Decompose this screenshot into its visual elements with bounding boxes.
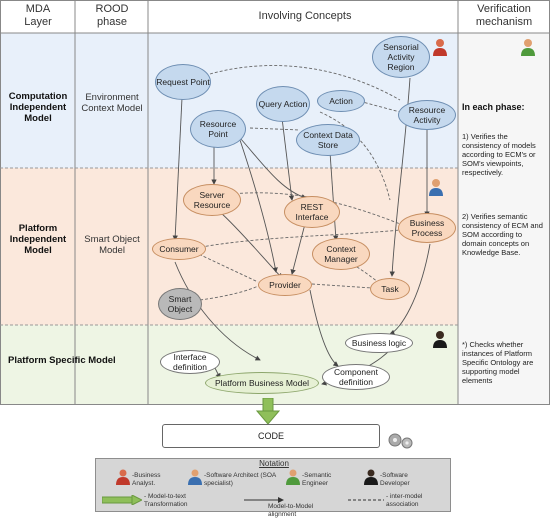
node-provider: Provider [258,274,312,296]
notation-title: Notation [259,459,289,468]
phase-ecm: Environment Context Model [81,92,143,114]
header-verification: Verification mechanism [475,3,533,28]
software-architect-icon [429,179,443,196]
model-to-text-arrow [256,398,280,425]
node-sensorial-region: Sensorial Activity Region [372,36,430,78]
business-analyst-icon [433,39,447,56]
layer-psm: Platform Specific Model [8,355,116,366]
notation-inter-model-icon [348,499,384,501]
header-mda-layer: MDA Layer [24,3,52,28]
node-smart-object: Smart Object [158,288,202,320]
node-resource-point: Resource Point [190,110,246,148]
node-component-definition: Component definition [322,364,390,390]
node-task: Task [370,278,410,300]
notation-model-to-text-icon [102,495,142,505]
header-involving-concepts: Involving Concepts [258,10,352,22]
notation-model-to-model-icon [244,497,284,503]
notation-model-to-text: - Model-to-text Transformation [144,493,188,508]
node-server-resource: Server Resource [183,184,241,216]
node-query-action: Query Action [256,86,310,122]
notation-inter-model: - inter-model association [386,493,423,508]
notation-role-architect: -Software Architect (SOA specialist) [204,472,276,487]
node-context-data-store: Context Data Store [296,124,360,156]
notation-engineer-icon [286,469,300,485]
verification-p2: 2) Verifies semantic consistency of ECM … [462,212,543,257]
header-rood-phase: ROOD phase [95,3,129,28]
semantic-engineer-icon [521,39,535,56]
phase-som: Smart Object Model [84,234,140,256]
layer-pim: Platform Independent Model [9,223,67,256]
node-platform-business-model: Platform Business Model [205,372,319,394]
notation-role-analyst: -Business Analyst. [132,472,161,487]
notation-developer-icon [364,469,378,485]
node-request-point: Request Point [155,64,211,100]
node-consumer: Consumer [152,238,206,260]
notation-panel: Notation -Business Analyst. -Software Ar… [95,458,451,518]
node-interface-definition: Interface definition [160,350,220,374]
verification-column-bg [458,33,550,405]
gears-icon [388,433,413,449]
node-context-manager: Context Manager [312,238,370,270]
notation-model-to-model: Model-to-Model alignment [268,503,314,518]
node-business-logic: Business logic [345,333,413,353]
notation-analyst-icon [116,469,130,485]
verification-p3: *) Checks whether instances of Platform … [462,340,534,385]
node-rest-interface: REST Interface [284,196,340,228]
notation-role-engineer: -Semantic Engineer [302,472,332,487]
software-developer-icon [433,331,447,348]
node-action: Action [317,90,365,112]
node-business-process: Business Process [398,213,456,243]
verification-title: In each phase: [462,102,525,112]
layer-cim: Computation Independent Model [8,91,68,124]
code-box: CODE [162,424,380,448]
code-label: CODE [257,431,284,441]
notation-architect-icon [188,469,202,485]
verification-p1: 1) Verifies the consistency of models ac… [462,132,536,177]
node-resource-activity: Resource Activity [398,100,456,130]
notation-role-developer: -Software Developer [380,472,410,487]
